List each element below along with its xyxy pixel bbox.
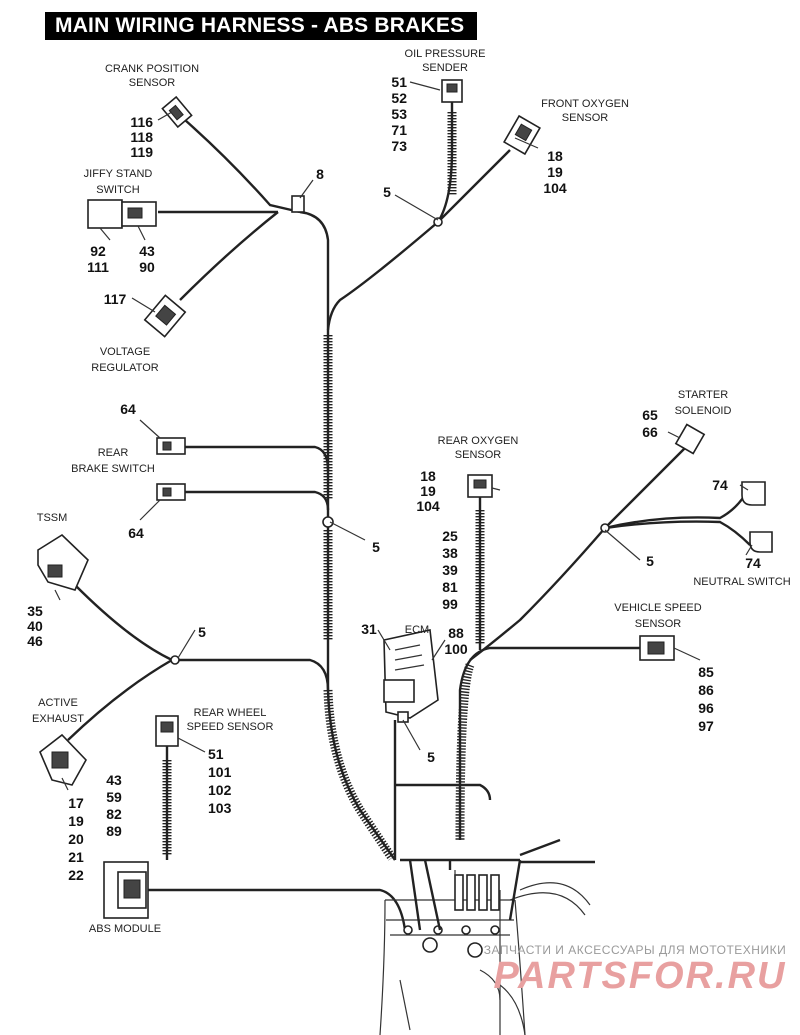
watermark-tagline: ЗАПЧАСТИ И АКСЕССУАРЫ ДЛЯ МОТОТЕХНИКИ [484, 943, 786, 957]
active-exhaust-connector [39, 733, 87, 786]
jiffy-stand-connector [87, 199, 157, 229]
callout-clip-5-front: 5 [383, 184, 391, 200]
callout-neutral-top: 74 [712, 477, 728, 493]
rear-oxygen-connector [467, 474, 493, 498]
callout-clip-8: 8 [316, 166, 324, 182]
watermark-brand: PARTSFOR.RU [494, 955, 787, 997]
oil-pressure-connector [441, 79, 463, 103]
callout-brake-top: 64 [120, 401, 136, 417]
ecm-unit [383, 629, 439, 723]
callout-clip-5-center: 5 [372, 539, 380, 555]
watermark: ЗАПЧАСТИ И АКСЕССУАРЫ ДЛЯ МОТОТЕХНИКИ PA… [484, 943, 787, 997]
callout-voltage-reg: 117 [104, 291, 127, 307]
rear-brake-switch-connectors [156, 437, 186, 501]
callout-clip-5-right: 5 [646, 553, 654, 569]
main-harness-wires [67, 100, 751, 931]
frame-outline [379, 859, 591, 1035]
rear-wheel-speed-connector [155, 715, 179, 747]
vehicle-speed-connector [639, 635, 675, 661]
crank-position-connector [161, 95, 193, 129]
neutral-switch-connectors [741, 481, 773, 553]
neutral-switch-label: NEUTRAL SWITCH [693, 576, 790, 588]
callout-clip-5-left: 5 [198, 624, 206, 640]
leader-lines [54, 81, 753, 791]
callout-ecm-31: 31 [361, 621, 377, 637]
abs-module-label: ABS MODULE [89, 923, 161, 935]
abs-module-box [103, 861, 149, 919]
callout-brake-bottom: 64 [128, 525, 144, 541]
tssm-module [37, 533, 89, 591]
starter-solenoid-connector [674, 423, 706, 455]
callout-neutral-bottom: 74 [745, 555, 761, 571]
ecm-label: ECM [405, 624, 429, 636]
tssm-label: TSSM [37, 512, 68, 524]
voltage-regulator-connector [143, 294, 187, 338]
clips-5 [170, 217, 610, 665]
callout-clip-5-ecm: 5 [427, 749, 435, 765]
front-oxygen-connector [503, 114, 541, 156]
clip-8 [291, 195, 305, 213]
page-title: MAIN WIRING HARNESS - ABS BRAKES [45, 12, 477, 40]
